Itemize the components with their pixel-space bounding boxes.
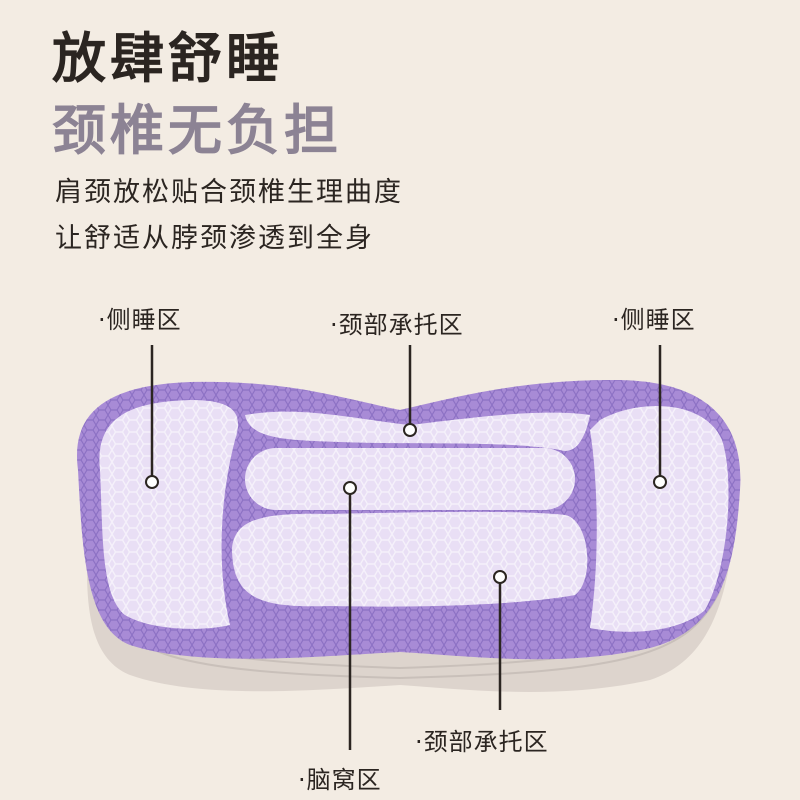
callout-label-side-right: ·侧睡区 (612, 306, 696, 334)
callout-dot-side-right (653, 475, 667, 489)
callout-dot-neck-bottom (493, 570, 507, 584)
callout-label-head-hollow: ·脑窝区 (298, 766, 382, 794)
description-line2: 让舒适从脖颈渗透到全身 (55, 223, 374, 254)
description-line1: 肩颈放松贴合颈椎生理曲度 (55, 177, 403, 208)
callout-label-neck-bottom: ·颈部承托区 (415, 728, 549, 756)
callout-label-side-left: ·侧睡区 (98, 306, 182, 334)
callout-dot-head-hollow (343, 481, 357, 495)
headline-line1: 放肆舒睡 (52, 27, 284, 90)
callout-dot-neck-top (403, 423, 417, 437)
headline-line2: 颈椎无负担 (52, 99, 342, 162)
callout-dot-side-left (145, 475, 159, 489)
callout-label-neck-top: ·颈部承托区 (330, 311, 464, 339)
